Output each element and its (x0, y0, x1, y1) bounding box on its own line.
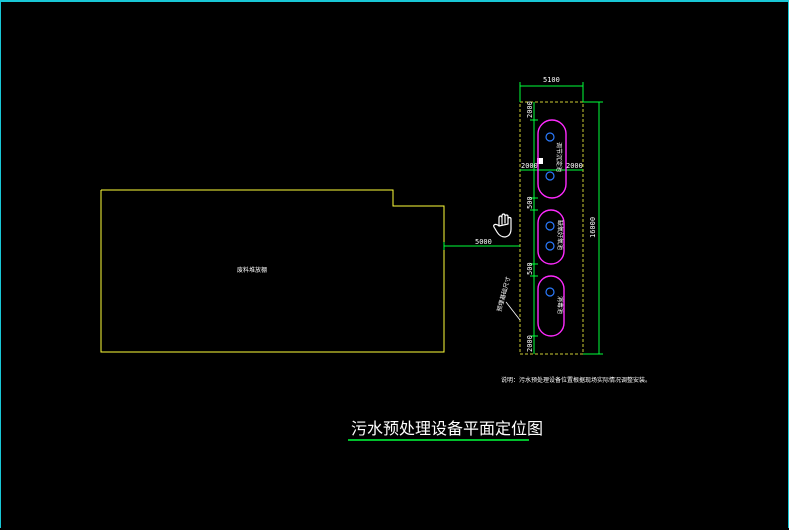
building-label: 废料堆放棚 (237, 266, 267, 274)
dim-bottom-clear: 2000 (526, 335, 534, 352)
dimension-top: 5100 (519, 76, 584, 102)
nozzle (545, 287, 555, 297)
tank-2: 缺氧好氧池 (537, 209, 565, 265)
dim-gap-2: 500 (526, 262, 534, 275)
nozzle (545, 171, 555, 181)
valve-marker (537, 158, 543, 164)
tank-1-label: 调节沉淀池 (555, 142, 563, 172)
dim-width-top: 5100 (543, 76, 560, 84)
dimension-left-chain: 2000 500 500 2000 (526, 101, 538, 354)
dimension-side: 2000 2000 (520, 158, 583, 171)
nozzle (545, 241, 555, 251)
boundary-callout: 预埋基础尺寸 (495, 276, 521, 321)
nozzle (545, 221, 555, 231)
tank-1: 调节沉淀池 (537, 119, 567, 199)
dim-gap-1: 500 (526, 196, 534, 209)
dim-side-left: 2000 (521, 162, 538, 170)
dim-gap-building: 5000 (475, 238, 492, 246)
dimension-building-gap: 5000 (443, 238, 520, 250)
tank-3: 消毒池 (537, 275, 565, 337)
tank-2-label: 缺氧好氧池 (556, 220, 564, 250)
equipment-boundary (519, 101, 584, 355)
dimension-right: 16000 (583, 101, 603, 355)
nozzle (545, 132, 555, 142)
drawing-title: 污水预处理设备平面定位图 (351, 419, 543, 438)
dim-height-right: 16000 (589, 217, 597, 238)
hand-cursor-icon (493, 213, 512, 238)
building-outline (100, 189, 445, 353)
drawing-note: 说明：污水预处理设备位置根据现场实际情况调整安装。 (501, 376, 651, 384)
dim-top-clear: 2000 (526, 101, 534, 118)
dim-side-right: 2000 (566, 162, 583, 170)
tank-3-label: 消毒池 (556, 296, 564, 314)
